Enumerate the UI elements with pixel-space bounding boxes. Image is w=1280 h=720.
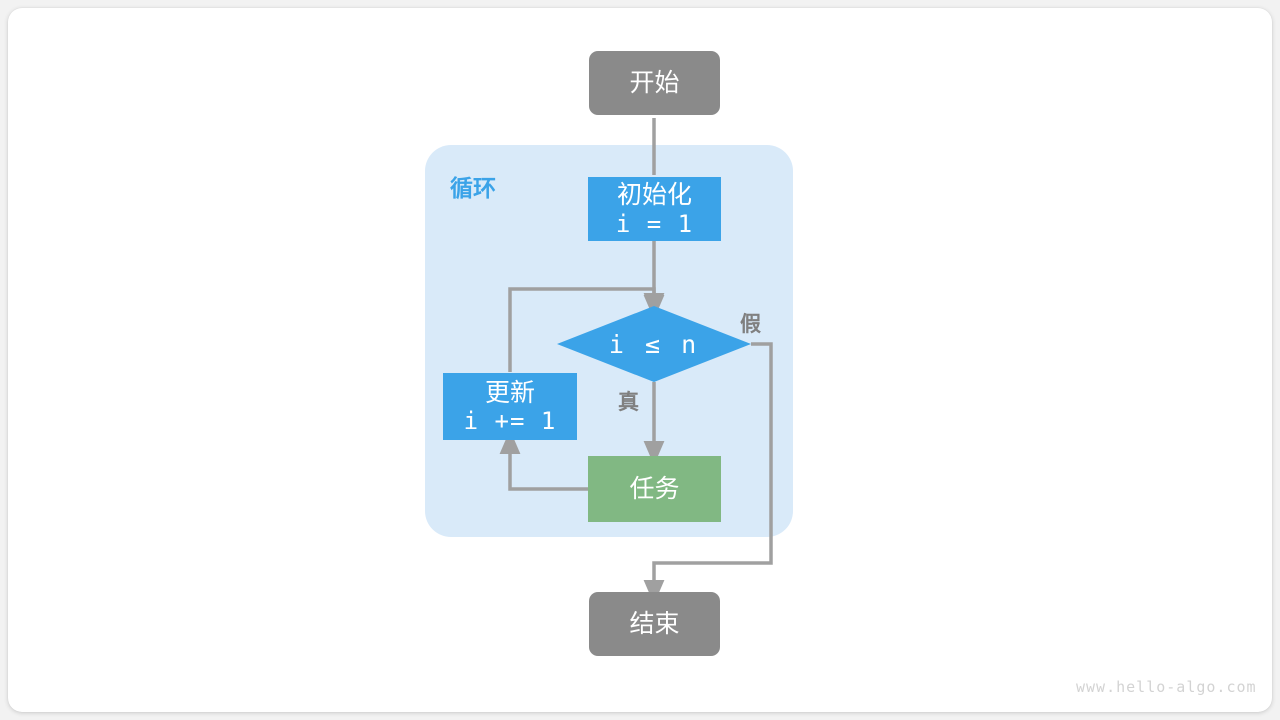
watermark: www.hello-algo.com [1076,678,1257,696]
node-start[interactable]: 开始 [589,51,720,115]
edge-decision-false-to-end [643,342,773,605]
edge-label-false: 假 [740,312,761,336]
node-end-label: 结束 [629,609,680,639]
node-update-label-line2: i += 1 [463,407,557,436]
node-init[interactable]: 初始化 i = 1 [588,177,721,241]
node-task[interactable]: 任务 [588,456,721,522]
node-update-label-line1: 更新 [484,377,535,407]
loop-group-label: 循环 [450,176,496,202]
edge-task-to-update [499,429,588,491]
node-task-label: 任务 [629,474,680,504]
edge-label-true: 真 [618,390,639,414]
node-update[interactable]: 更新 i += 1 [443,373,577,440]
node-init-label-line2: i = 1 [615,209,694,238]
edge-update-to-decision [508,287,665,372]
node-start-label: 开始 [629,68,680,98]
decision-node-diamond[interactable] [557,306,751,382]
node-end[interactable]: 结束 [589,592,720,656]
node-decision-label: i ≤ n [608,329,700,359]
node-init-label-line1: 初始化 [616,180,692,210]
